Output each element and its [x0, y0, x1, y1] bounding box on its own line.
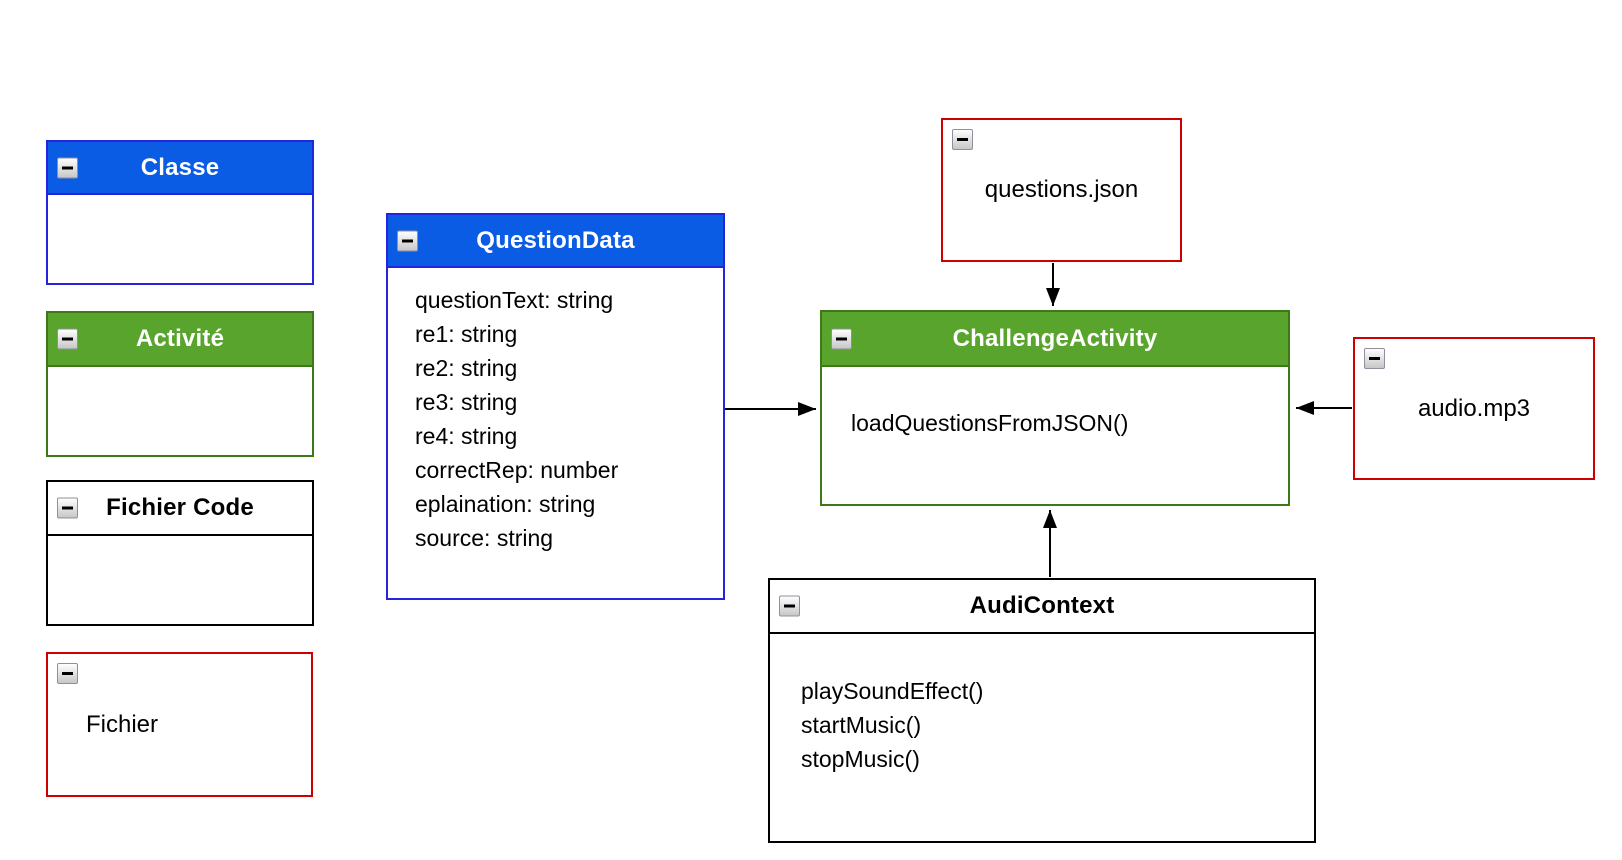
audi-context-header: AudiContext	[770, 580, 1314, 634]
attribute-row: re3: string	[415, 389, 518, 415]
method-row: loadQuestionsFromJSON()	[851, 410, 1129, 436]
collapse-minus-icon[interactable]	[57, 157, 78, 178]
minus-icon	[784, 604, 795, 608]
question-data-body: questionText: string re1: string re2: st…	[388, 268, 723, 555]
challenge-activity-title: ChallengeActivity	[952, 324, 1158, 352]
activite-title: Activité	[135, 325, 225, 352]
minus-icon	[1369, 357, 1380, 360]
attribute-row: correctRep: number	[415, 457, 619, 483]
classe-header: Classe	[48, 142, 312, 195]
minus-icon	[836, 337, 847, 340]
minus-icon	[62, 672, 73, 675]
method-row: stopMusic()	[801, 746, 920, 772]
class-box-question-data[interactable]: QuestionData questionText: string re1: s…	[386, 213, 725, 600]
collapse-minus-icon[interactable]	[57, 328, 78, 350]
collapse-minus-icon[interactable]	[397, 230, 418, 251]
fichier-code-header: Fichier Code	[48, 482, 312, 536]
file-box-audio-mp3[interactable]: audio.mp3	[1353, 337, 1595, 480]
class-box-audi-context[interactable]: AudiContext playSoundEffect() startMusic…	[768, 578, 1316, 843]
minus-icon	[62, 166, 73, 169]
file-box-questions-json[interactable]: questions.json	[941, 118, 1182, 262]
minus-icon	[402, 239, 413, 242]
questions-json-label: questions.json	[984, 176, 1139, 203]
challenge-activity-header: ChallengeActivity	[822, 312, 1288, 367]
class-box-activite[interactable]: Activité	[46, 311, 314, 457]
fichier-label: Fichier	[86, 710, 159, 738]
question-data-header: QuestionData	[388, 215, 723, 268]
challenge-activity-body: loadQuestionsFromJSON()	[822, 367, 1288, 440]
collapse-minus-icon[interactable]	[779, 595, 800, 617]
collapse-minus-icon[interactable]	[952, 129, 973, 150]
method-row: playSoundEffect()	[801, 678, 984, 704]
question-data-title: QuestionData	[476, 226, 635, 254]
method-row: startMusic()	[801, 712, 922, 738]
minus-icon	[62, 337, 73, 341]
class-box-fichier-code[interactable]: Fichier Code	[46, 480, 314, 626]
audi-context-body: playSoundEffect() startMusic() stopMusic…	[770, 634, 1314, 776]
attribute-row: eplaination: string	[415, 491, 596, 517]
class-box-challenge-activity[interactable]: ChallengeActivity loadQuestionsFromJSON(…	[820, 310, 1290, 506]
collapse-minus-icon[interactable]	[831, 328, 852, 349]
minus-icon	[957, 138, 968, 141]
collapse-minus-icon[interactable]	[57, 497, 78, 519]
fichier-code-title: Fichier Code	[106, 494, 254, 521]
attribute-row: questionText: string	[415, 287, 614, 313]
attribute-row: re1: string	[415, 321, 518, 347]
class-box-classe[interactable]: Classe	[46, 140, 314, 285]
audi-context-title: AudiContext	[969, 592, 1115, 619]
activite-header: Activité	[48, 313, 312, 367]
audio-mp3-label: audio.mp3	[1417, 394, 1531, 422]
classe-title: Classe	[140, 153, 220, 181]
attribute-row: re2: string	[415, 355, 518, 381]
collapse-minus-icon[interactable]	[1364, 348, 1385, 369]
file-box-fichier[interactable]: Fichier	[46, 652, 313, 797]
attribute-row: source: string	[415, 525, 554, 551]
collapse-minus-icon[interactable]	[57, 663, 78, 684]
minus-icon	[62, 506, 73, 510]
attribute-row: re4: string	[415, 423, 518, 449]
